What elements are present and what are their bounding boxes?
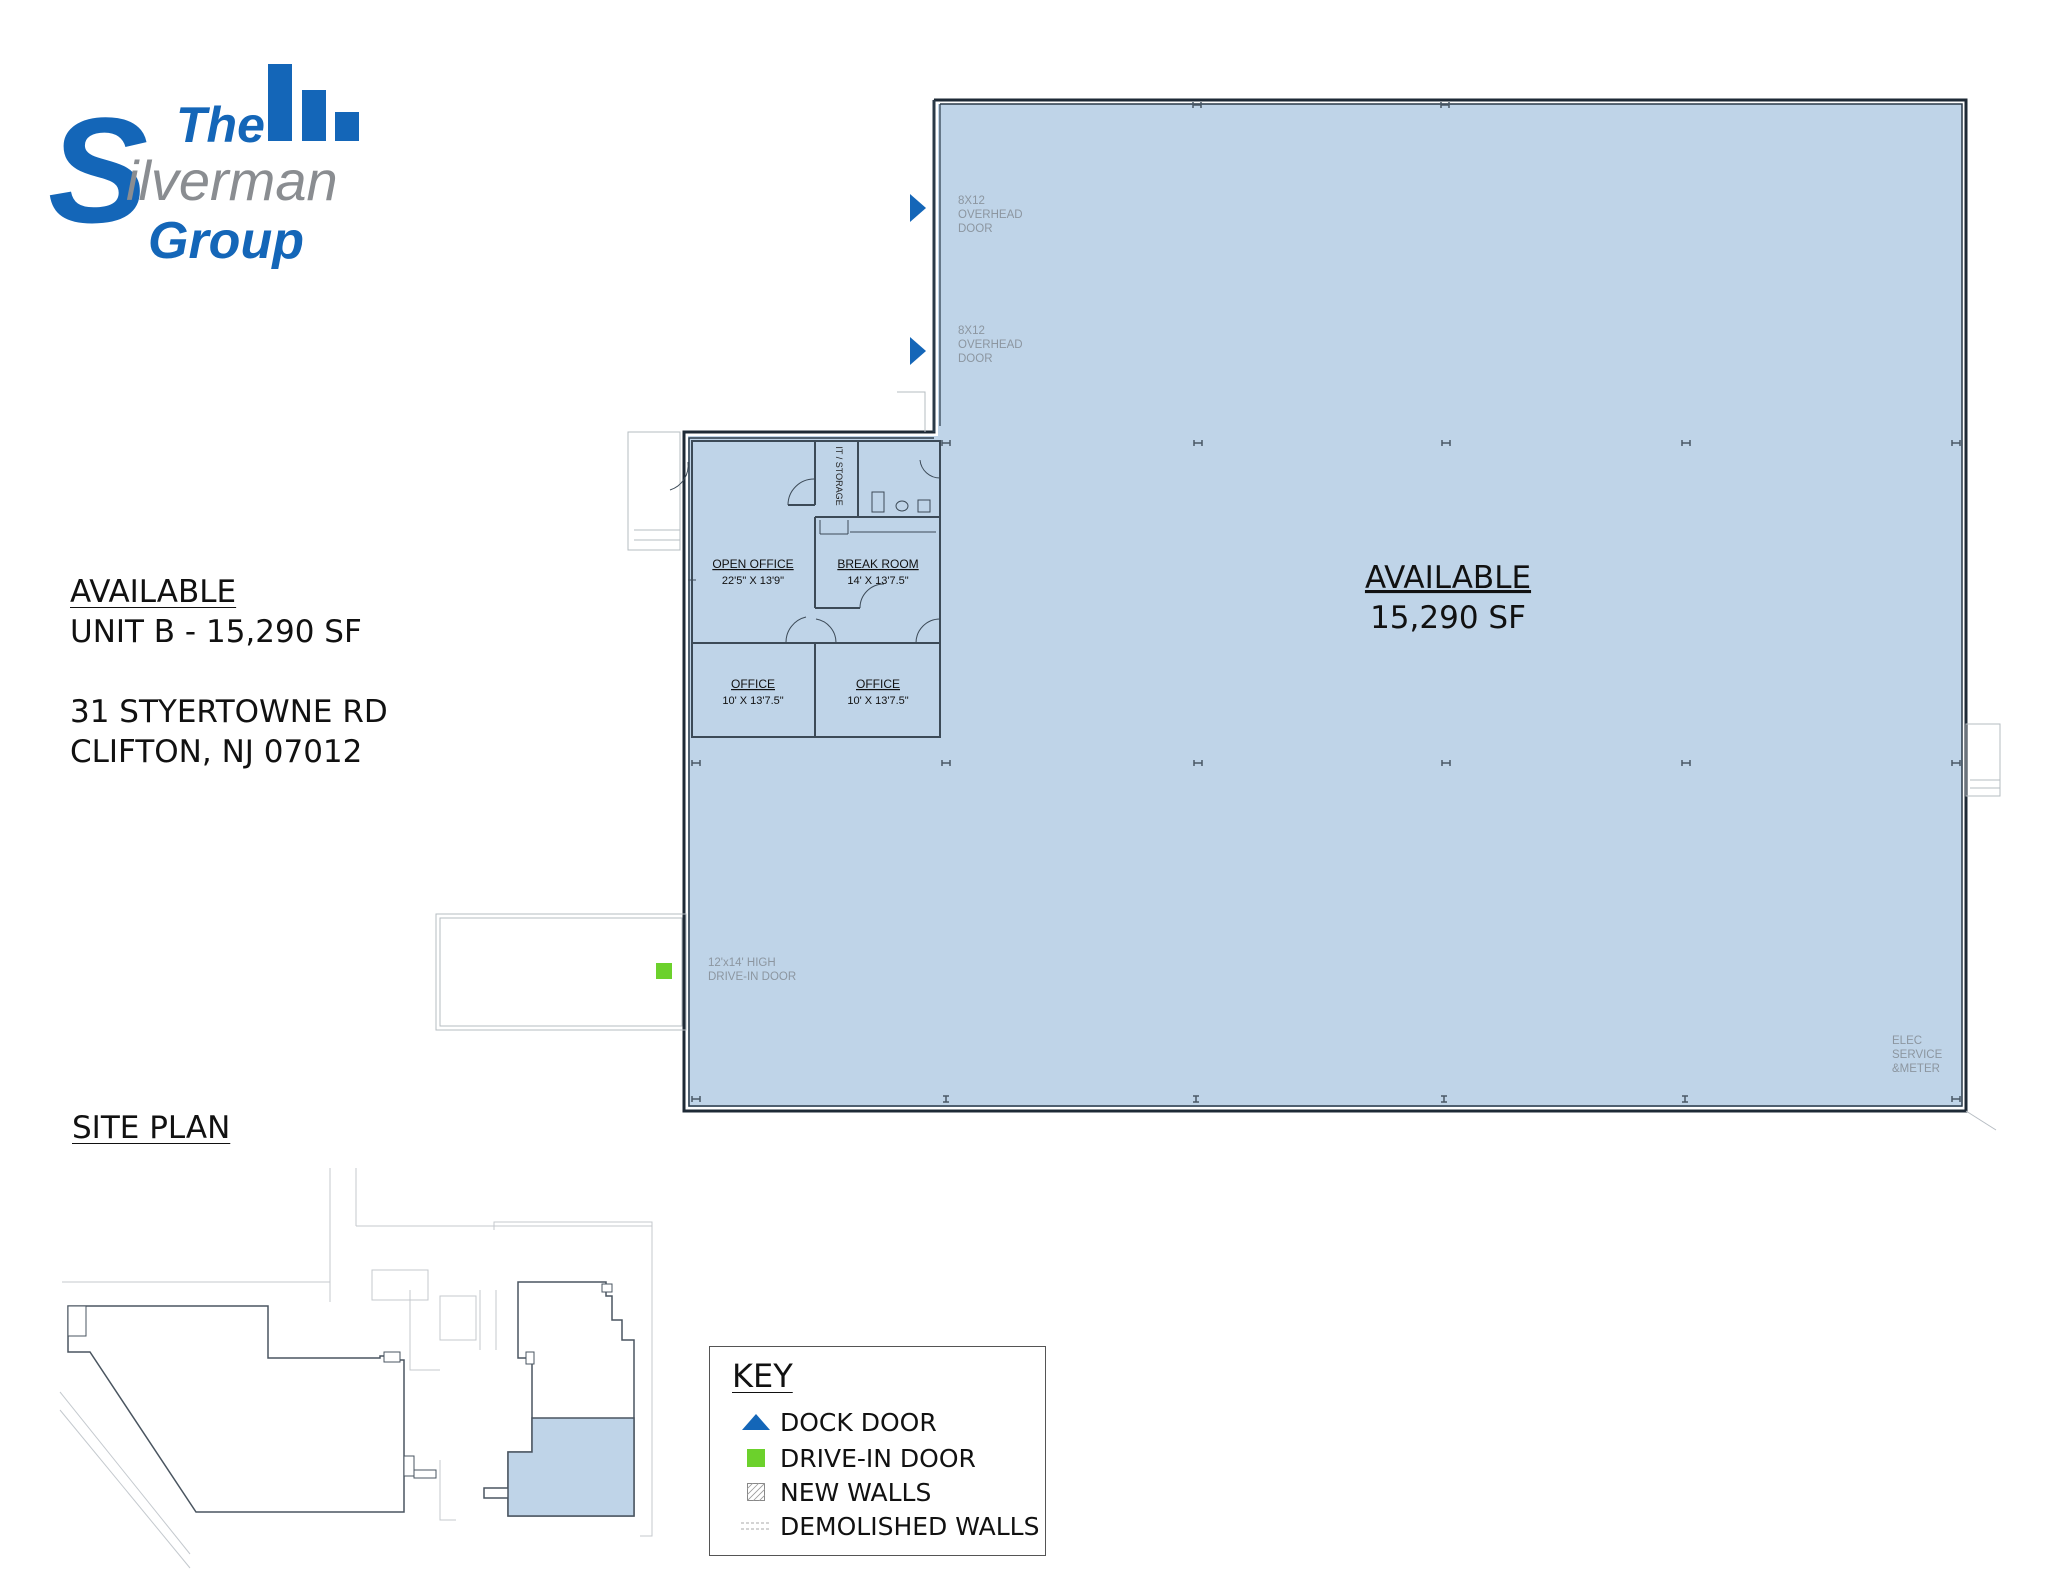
logo-ilverman: ilverman xyxy=(126,149,338,212)
logo-bar-short xyxy=(335,112,359,141)
drive-in-door-note: 12'x14' HIGH DRIVE-IN DOOR xyxy=(708,957,796,983)
logo-s: S xyxy=(48,86,148,254)
svg-text:&METER: &METER xyxy=(1892,1063,1940,1075)
exterior-features xyxy=(435,391,2001,1131)
svg-text:DOOR: DOOR xyxy=(958,353,993,365)
available-area xyxy=(688,104,1962,1107)
key-item-demolished-walls: DEMOLISHED WALLS xyxy=(740,1509,1039,1543)
svg-text:OVERHEAD: OVERHEAD xyxy=(958,339,1023,351)
break-room-size: 14' X 13'7.5" xyxy=(847,575,908,587)
drive-in-square-icon xyxy=(740,1448,772,1468)
office-block xyxy=(669,440,941,738)
svg-text:ELEC: ELEC xyxy=(1892,1035,1922,1047)
office-1-label: OFFICE xyxy=(731,677,775,691)
column-grid-marks xyxy=(691,102,1961,1103)
available-area-label: 15,290 SF xyxy=(1370,600,1526,636)
office-1-size: 10' X 13'7.5" xyxy=(722,695,783,707)
svg-text:12'x14' HIGH: 12'x14' HIGH xyxy=(708,957,776,969)
key-title: KEY xyxy=(732,1357,793,1395)
office-2-size: 10' X 13'7.5" xyxy=(847,695,908,707)
silverman-logo: The S ilverman Group xyxy=(48,64,359,270)
svg-text:DOOR: DOOR xyxy=(958,223,993,235)
svg-text:SERVICE: SERVICE xyxy=(1892,1049,1943,1061)
svg-text:DRIVE-IN DOOR: DRIVE-IN DOOR xyxy=(708,971,796,983)
key-item-new-walls: NEW WALLS xyxy=(740,1475,931,1509)
svg-text:8X12: 8X12 xyxy=(958,325,985,337)
office-2-label: OFFICE xyxy=(856,677,900,691)
info-available: AVAILABLE xyxy=(70,574,237,610)
it-storage-label: IT / STORAGE xyxy=(834,446,844,505)
open-office-size: 22'5" X 13'9" xyxy=(722,575,784,587)
key-item-drive-in-door: DRIVE-IN DOOR xyxy=(740,1441,976,1475)
available-label: AVAILABLE xyxy=(1365,560,1531,596)
logo-bar-tall xyxy=(268,64,292,141)
info-address-city: CLIFTON, NJ 07012 xyxy=(70,734,363,770)
overhead-door-1-note: 8X12 OVERHEAD DOOR xyxy=(958,195,1023,235)
info-address-street: 31 STYERTOWNE RD xyxy=(70,694,388,730)
legend-key: KEY DOCK DOOR DRIVE-IN DOOR NEW WALLS DE… xyxy=(709,1346,1046,1556)
dock-door-triangle-icon xyxy=(740,1412,772,1432)
overhead-door-2-note: 8X12 OVERHEAD DOOR xyxy=(958,325,1023,365)
key-label: DOCK DOOR xyxy=(780,1407,937,1437)
logo-the: The xyxy=(176,97,265,153)
svg-text:8X12: 8X12 xyxy=(958,195,985,207)
key-label: DEMOLISHED WALLS xyxy=(780,1511,1040,1541)
dock-door-icon xyxy=(910,194,926,222)
logo-group: Group xyxy=(148,212,304,270)
site-plan-drawing xyxy=(59,1168,653,1569)
key-item-dock-door: DOCK DOOR xyxy=(740,1405,937,1439)
key-label: NEW WALLS xyxy=(780,1477,932,1507)
unit-b-floor-plan: IT / STORAGE OPEN OFFICE 22'5" X 13'9" B… xyxy=(435,98,2001,1131)
key-label: DRIVE-IN DOOR xyxy=(780,1443,976,1473)
open-office-label: OPEN OFFICE xyxy=(712,557,793,571)
elec-service-note: ELEC SERVICE &METER xyxy=(1892,1035,1943,1075)
hatch-square-icon xyxy=(740,1482,772,1502)
info-unit: UNIT B - 15,290 SF xyxy=(70,614,362,650)
dashed-line-icon xyxy=(740,1516,772,1536)
dock-door-icon xyxy=(910,337,926,365)
svg-text:OVERHEAD: OVERHEAD xyxy=(958,209,1023,221)
break-room-label: BREAK ROOM xyxy=(837,557,918,571)
logo-bar-mid xyxy=(302,90,326,141)
drive-in-door-icon xyxy=(656,963,672,979)
site-plan-title: SITE PLAN xyxy=(72,1110,231,1146)
site-unit-b-highlight xyxy=(507,1417,635,1517)
